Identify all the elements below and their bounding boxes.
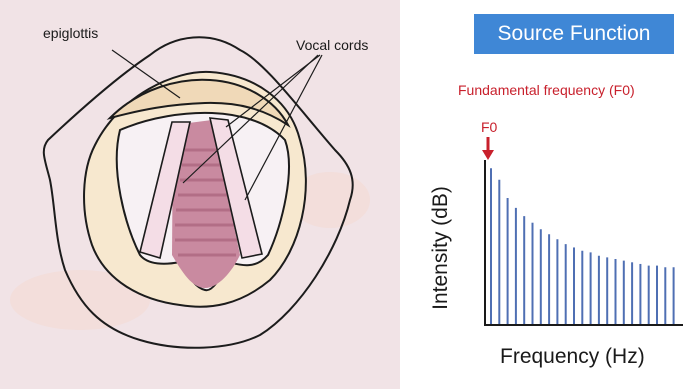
fundamental-frequency-title: Fundamental frequency (F0) <box>458 82 635 98</box>
epiglottis-label: epiglottis <box>43 25 98 41</box>
f0-arrow-head <box>482 150 494 160</box>
larynx-illustration: epiglottis Vocal cords <box>0 0 400 389</box>
f0-marker-label: F0 <box>481 119 498 135</box>
x-axis-label: Frequency (Hz) <box>500 345 645 369</box>
harmonic-lines <box>491 168 674 325</box>
y-axis-label: Intensity (dB) <box>429 186 453 310</box>
source-function-box: Source Function <box>474 14 674 54</box>
harmonic-spectrum-chart: F0 <box>440 112 690 332</box>
vocal-cords-label: Vocal cords <box>296 37 368 53</box>
